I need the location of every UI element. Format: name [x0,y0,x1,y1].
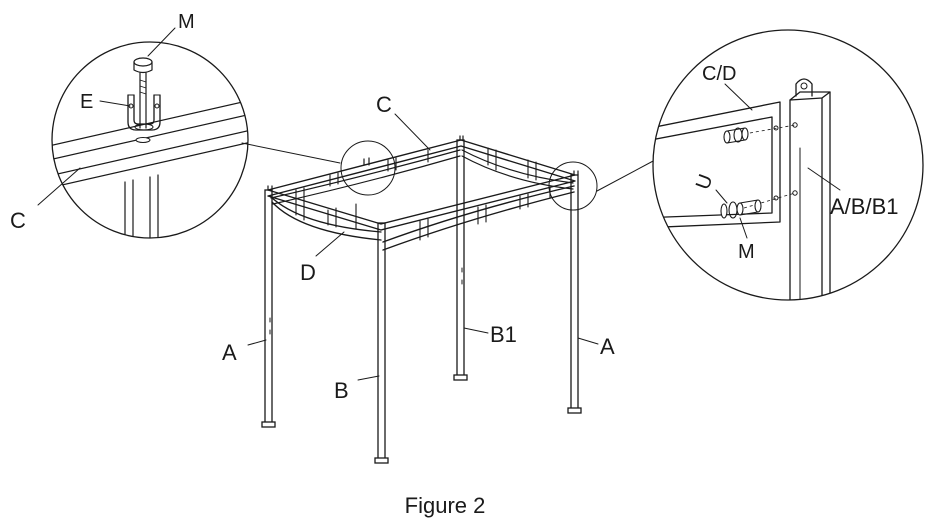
foot-front-right [374,457,389,464]
left-detail-zoom: M E C [10,11,249,239]
right-detail-content [653,78,831,300]
post-front-right [377,222,386,461]
left-callout-line [241,142,341,164]
right-callout-line [596,159,656,192]
label-washer-u: U [692,172,718,193]
label-bolt-m-right: M [738,241,755,263]
right-detail-circle [652,29,924,301]
label-arched-beam-d: D [300,260,316,285]
post-front-left [264,189,273,425]
foot-front-left [261,421,276,428]
gazebo-frame [261,135,598,464]
zoom-marker-right [548,161,598,211]
label-bolt-m-left: M [178,11,195,33]
label-beam-cd: C/D [702,63,736,85]
label-bracket-e: E [80,91,93,113]
zoom-marker-left [340,140,396,196]
left-detail-content [52,57,248,238]
label-post-a-right: A [600,334,615,359]
label-post-abb1: A/B/B1 [830,194,898,219]
label-beam-c-left: C [10,208,26,233]
label-post-b: B [334,378,349,403]
label-post-b1: B1 [490,322,517,347]
label-top-beam-c: C [376,92,392,117]
foot-rear-far [567,407,582,414]
label-post-a-left: A [222,340,237,365]
figure-caption: Figure 2 [405,493,486,518]
post-rear-right [456,139,465,378]
right-detail-zoom: C/D U M A/B/B1 [652,29,924,301]
foot-rear-right [453,374,468,381]
